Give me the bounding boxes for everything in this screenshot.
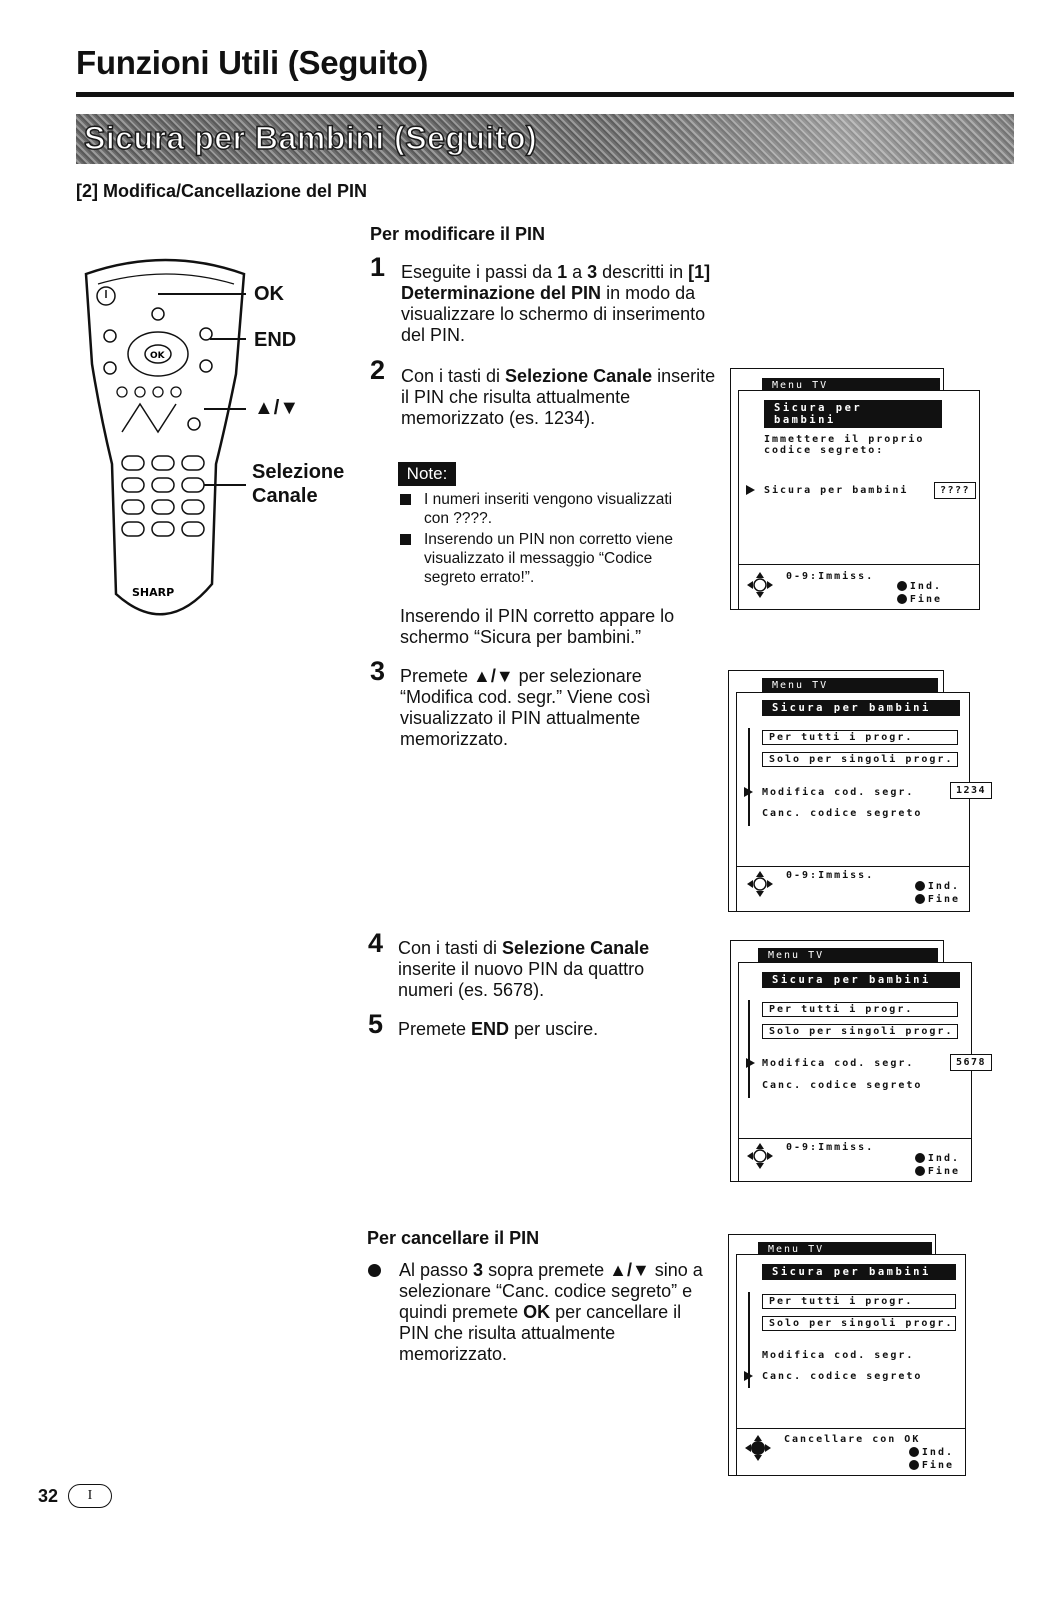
option-single-programs: Solo per singoli progr. (762, 752, 958, 767)
selection-arrow-icon (744, 1371, 753, 1381)
svg-text:OK: OK (150, 351, 166, 361)
cancel-heading: Per cancellare il PIN (367, 1228, 540, 1248)
end-leader-line (210, 338, 246, 340)
remote-brand: SHARP (132, 586, 174, 599)
pin-box: ???? (934, 482, 977, 499)
menu-button-icon (896, 581, 907, 591)
page-number: 32 (38, 1486, 59, 1506)
step-number: 3 (370, 656, 386, 686)
nav-arrows-icon (747, 871, 773, 897)
tv-screen-new-pin: Menu TV Sicura per bambini Per tutti i p… (730, 940, 1010, 1185)
option-all-programs: Per tutti i progr. (762, 730, 958, 745)
end-button-icon (914, 1166, 925, 1176)
menu-item: Modifica cod. segr. (762, 1058, 915, 1069)
menu-item: Canc. codice segreto (762, 1371, 923, 1382)
menu-button-icon (914, 881, 925, 891)
step-text: Eseguite i passi da 1 a 3 descritti in [… (401, 262, 711, 345)
step-number: 4 (368, 928, 384, 958)
nav-arrows-icon (747, 1143, 773, 1169)
remote-control-icon: OK SHARP (84, 258, 246, 616)
step-text: Con i tasti di Selezione Canale inserite… (398, 938, 650, 1000)
prompt-line: codice segreto: (764, 445, 885, 456)
remote-control-illustration: OK SHARP (76, 254, 256, 644)
tv-screen-cancel-pin: Menu TV Sicura per bambini Per tutti i p… (728, 1234, 1008, 1479)
remote-label-updown: ▲/▼ (254, 397, 300, 419)
note-item: I numeri inseriti vengono visualizzati c… (400, 490, 700, 528)
option-all-programs: Per tutti i progr. (762, 1002, 958, 1017)
inner-title: Sicura per bambini (762, 1264, 956, 1280)
note-badge: Note: (398, 462, 456, 486)
end-button-icon (908, 1460, 919, 1470)
section-banner: Sicura per Bambini (Seguito) (76, 114, 1014, 164)
pin-box: 5678 (950, 1054, 993, 1071)
menu-tab: Menu TV (758, 1242, 932, 1257)
menu-item: Sicura per bambini (764, 485, 909, 496)
ok-leader-line (158, 293, 246, 295)
hint-text: 0-9:Immiss. (786, 1142, 875, 1153)
nav-ok-icon (745, 1435, 771, 1461)
tv-screen-current-pin: Menu TV Sicura per bambini Per tutti i p… (728, 670, 1008, 915)
section-heading: [2] Modifica/Cancellazione del PIN (76, 181, 368, 201)
remote-label-channel: Selezione Canale (252, 461, 345, 507)
nav-arrows-icon (747, 572, 773, 598)
modify-heading: Per modificare il PIN (370, 224, 546, 244)
menu-button-icon (908, 1447, 919, 1457)
page-title: Funzioni Utili (Seguito) (76, 44, 429, 81)
menu-button-icon (914, 1153, 925, 1163)
option-all-programs: Per tutti i progr. (762, 1294, 956, 1309)
step-text: Con i tasti di Selezione Canale inserite… (401, 366, 716, 428)
end-button-icon (896, 594, 907, 604)
menu-item: Canc. codice segreto (762, 1080, 923, 1091)
pin-box: 1234 (950, 782, 993, 799)
inner-title: Sicura per bambini (764, 400, 942, 428)
step-number: 5 (368, 1009, 384, 1039)
option-single-programs: Solo per singoli progr. (762, 1316, 956, 1331)
option-single-programs: Solo per singoli progr. (762, 1024, 958, 1039)
legend: Ind. Fine (886, 1152, 960, 1178)
menu-item: Modifica cod. segr. (762, 1350, 915, 1361)
legend: Ind. Fine (884, 880, 960, 906)
hint-text: 0-9:Immiss. (786, 870, 875, 881)
tv-screen-enter-pin: Menu TV Sicura per bambini Immettere il … (730, 368, 1010, 618)
end-button-icon (914, 894, 925, 904)
prompt-line: Immettere il proprio (764, 434, 925, 445)
selection-arrow-icon (744, 787, 753, 797)
updown-leader-line (204, 408, 246, 410)
note-item: Inserendo un PIN non corretto viene visu… (400, 530, 700, 587)
step-text: Premete ▲/▼ per selezionare “Modifica co… (400, 666, 651, 749)
menu-item: Modifica cod. segr. (762, 787, 915, 798)
hint-text: Cancellare con OK (784, 1434, 921, 1445)
banner-title: Sicura per Bambini (Seguito) (83, 119, 538, 157)
after-note-text: Inserendo il PIN corretto appare lo sche… (400, 606, 675, 647)
remote-label-ok: OK (254, 283, 284, 305)
hint-text: 0-9:Immiss. (786, 571, 875, 582)
menu-tab: Menu TV (762, 678, 938, 693)
step-number: 1 (370, 252, 386, 282)
step-text: Premete END per uscire. (398, 1019, 599, 1039)
selection-arrow-icon (746, 485, 755, 495)
step-number: 2 (370, 355, 386, 385)
menu-tab: Menu TV (762, 378, 940, 393)
inner-title: Sicura per bambini (762, 972, 960, 988)
legend: Ind. Fine (880, 580, 942, 606)
inner-title: Sicura per bambini (762, 700, 960, 716)
remote-label-end: END (254, 329, 297, 351)
cancel-bullet: Al passo 3 sopra premete ▲/▼ sino a sele… (368, 1260, 708, 1365)
channel-leader-line (204, 484, 246, 486)
legend: Ind. Fine (878, 1446, 954, 1472)
title-rule (76, 92, 1014, 97)
menu-item: Canc. codice segreto (762, 808, 923, 819)
language-badge: I (68, 1484, 112, 1508)
selection-arrow-icon (746, 1058, 755, 1068)
menu-tab: Menu TV (758, 948, 938, 963)
